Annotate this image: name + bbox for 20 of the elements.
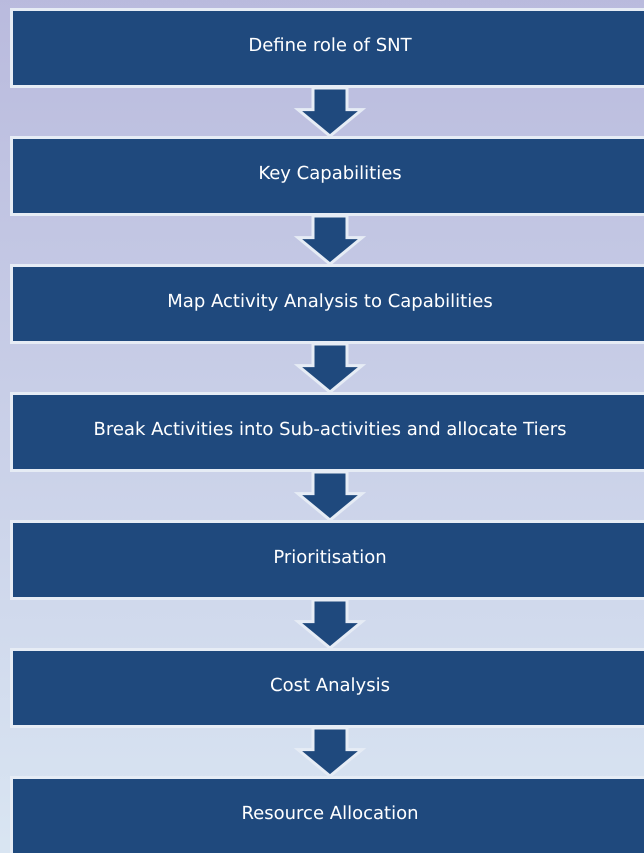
step-label: Resource Allocation xyxy=(241,802,418,824)
process-box xyxy=(10,136,644,216)
step-label: Map Activity Analysis to Capabilities xyxy=(167,290,493,312)
process-box xyxy=(10,8,644,88)
block-arrow xyxy=(294,342,366,394)
step-label: Define role of SNT xyxy=(248,34,412,56)
step-label: Prioritisation xyxy=(273,546,387,568)
process-box xyxy=(10,264,644,344)
block-arrow xyxy=(294,470,366,522)
process-box xyxy=(10,520,644,600)
block-arrow xyxy=(294,214,366,266)
block-arrow xyxy=(294,726,366,778)
process-box xyxy=(10,776,644,853)
block-arrow xyxy=(294,598,366,650)
step-label: Cost Analysis xyxy=(270,674,390,696)
block-arrow xyxy=(294,86,366,138)
process-box xyxy=(10,392,644,472)
step-label: Key Capabilities xyxy=(258,162,402,184)
process-box xyxy=(10,648,644,728)
step-label: Break Activities into Sub-activities and allocate Tiers xyxy=(94,418,566,440)
